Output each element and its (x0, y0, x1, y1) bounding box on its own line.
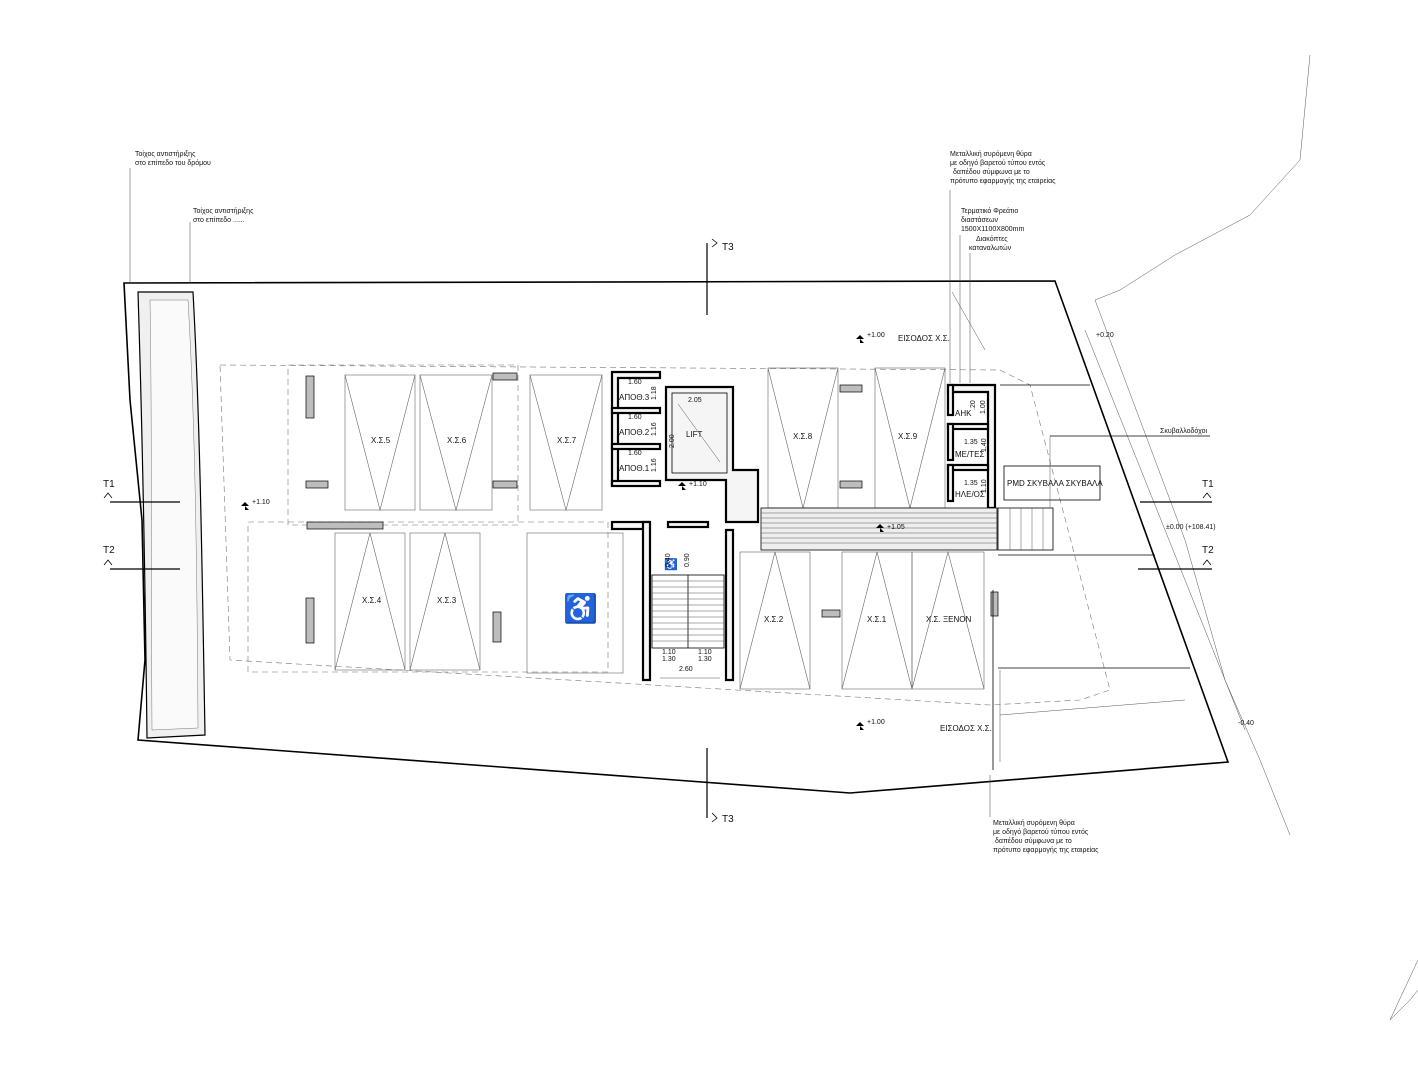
section-label-t1-right: T1 (1202, 479, 1214, 490)
dim-stair-r2: 1.30 (698, 656, 712, 663)
room-storage3: ΑΠΟΘ.3 (619, 393, 650, 402)
level-left: +1.10 (252, 499, 270, 506)
level-east-bottom: -0.40 (1238, 720, 1254, 727)
room-storage2: ΑΠΟΘ.2 (619, 428, 650, 437)
room-me-tes: ΜΕ/ΤΕΣ (955, 450, 984, 459)
level-bottom: +1.00 (867, 719, 885, 726)
parking-xs3: Χ.Σ.3 (437, 596, 457, 605)
room-waste: PMD ΣΚΥΒΑΛΑ ΣΚΥΒΑΛΑ (1007, 479, 1103, 488)
dim-ahk-a: .20 (970, 400, 977, 410)
parking-xs5: Χ.Σ.5 (371, 436, 391, 445)
parking-xs2: Χ.Σ.2 (764, 615, 784, 624)
section-cuts (103, 238, 1212, 823)
note-door-bottom-4: πρότυπο εφαρμογής της εταιρείας (993, 846, 1099, 854)
dim-stair-l2: 1.30 (662, 656, 676, 663)
note-retaining-level-1: Τοίχος αντιστήριξης (193, 207, 254, 215)
section-label-t1-left: T1 (103, 479, 115, 490)
note-switches-1: Διακόπτες (976, 235, 1008, 243)
dim-lift-w: 2.05 (688, 397, 702, 404)
entrance-top: ΕΙΣΟΔΟΣ Χ.Σ. (898, 334, 950, 343)
dim-mt-h: 1.40 (981, 438, 988, 452)
note-pit-3: 1500X1100X800mm (961, 226, 1024, 233)
note-door-top-2: με οδηγό βαρετού τύπου εντός (950, 159, 1046, 167)
note-retaining-road-1: Τοίχος αντιστήριξης (135, 150, 196, 158)
dim-hl-h: 1.10 (981, 479, 988, 493)
stair-treads (651, 574, 725, 679)
retaining-wall-left (137, 291, 206, 739)
dim-st1-w: 1.60 (628, 450, 642, 457)
dim-lift-h: 2.00 (669, 434, 676, 448)
parking-stalls (334, 367, 985, 690)
note-door-bottom-2: με οδηγό βαρετού τύπου εντός (993, 828, 1089, 836)
notes: Τοίχος αντιστήριξης στο επίπεδο του δρόμ… (135, 150, 1207, 854)
dashed-outline (219, 364, 1111, 706)
dim-ahk-b: 1.00 (980, 400, 987, 414)
parking-guest: Χ.Σ. ΞΕΝΟΝ (926, 615, 971, 624)
leader-lines (129, 168, 991, 817)
parking-xs9: Χ.Σ.9 (898, 432, 918, 441)
note-retaining-road-2: στο επίπεδο του δρόμου (135, 159, 211, 167)
level-zero: ±0.00 (+108.41) (1166, 524, 1216, 531)
note-pit-2: διαστάσεων (961, 216, 998, 224)
dim-st2-h: 1.16 (651, 422, 658, 436)
note-door-bottom-3: δαπέδου σύμφωνα με το (995, 837, 1072, 845)
core-accessible-icon: ♿ (664, 558, 678, 571)
section-labels: T1 T2 T1 T2 T3 T3 (103, 242, 1214, 825)
parking-xs6: Χ.Σ.6 (447, 436, 467, 445)
site-outline (123, 280, 1230, 794)
section-label-t2-right: T2 (1202, 545, 1214, 556)
note-door-top-4: πρότυπο εφαρμογής της εταιρείας (950, 177, 1056, 185)
room-hle-os: ΗΛΕ/ΟΣ (955, 490, 985, 499)
note-retaining-level-2: στο επίπεδο ...... (193, 216, 245, 224)
columns (305, 372, 999, 644)
level-ramp: +1.05 (887, 524, 905, 531)
terrain-lines (1084, 54, 1418, 1021)
dim-stair-b: 0.90 (684, 553, 691, 567)
parking-labels: Χ.Σ.5 Χ.Σ.6 Χ.Σ.7 Χ.Σ.4 Χ.Σ.3 ♿ Χ.Σ.8 Χ.… (362, 432, 971, 625)
entrance-bottom: ΕΙΣΟΔΟΣ Χ.Σ. (940, 724, 992, 733)
section-label-t2-left: T2 (103, 545, 115, 556)
dim-stair-l1: 1.10 (662, 649, 676, 656)
note-switches-2: καταναλωτών (969, 244, 1012, 252)
note-bins: Σκυβαλλοδόχοι (1160, 427, 1207, 435)
parking-xs7: Χ.Σ.7 (557, 436, 577, 445)
room-storage1: ΑΠΟΘ.1 (619, 464, 650, 473)
ramp (760, 291, 1210, 770)
dim-st3-h: 1.18 (651, 386, 658, 400)
parking-xs1: Χ.Σ.1 (867, 615, 887, 624)
room-labels: ΑΠΟΘ.3 ΑΠΟΘ.2 ΑΠΟΘ.1 LIFT ΑΗΚ ΜΕ/ΤΕΣ ΗΛΕ… (619, 393, 1103, 571)
note-door-bottom-1: Μεταλλική συρόμενη θύρα (993, 819, 1075, 827)
parking-xs4: Χ.Σ.4 (362, 596, 382, 605)
dim-mt-w: 1.35 (964, 439, 978, 446)
note-pit-1: Τερματικό Φρεάτιο (961, 207, 1018, 215)
dimension-labels: 1.60 1.18 1.60 1.16 1.60 1.16 2.05 2.00 … (628, 379, 988, 673)
level-markers (241, 335, 884, 730)
dim-stair-r1: 1.10 (698, 649, 712, 656)
dim-stair-a: 0.40 (665, 553, 672, 567)
dim-st3-w: 1.60 (628, 379, 642, 386)
core-walls (610, 370, 760, 682)
level-core: +1.10 (689, 481, 707, 488)
section-label-t3-top: T3 (722, 242, 734, 253)
level-top: +1.00 (867, 332, 885, 339)
accessible-parking-icon: ♿ (563, 592, 598, 625)
level-labels: +1.00 +1.00 +1.10 +1.10 +1.05 +0.20 ±0.0… (252, 332, 1254, 733)
dim-stair-total: 2.60 (679, 666, 693, 673)
room-ahk: ΑΗΚ (955, 409, 972, 418)
dim-st2-w: 1.60 (628, 414, 642, 421)
note-door-top-3: δαπέδου σύμφωνα με το (953, 168, 1030, 176)
note-door-top-1: Μεταλλική συρόμενη θύρα (950, 150, 1032, 158)
parking-xs8: Χ.Σ.8 (793, 432, 813, 441)
room-lift: LIFT (686, 430, 703, 439)
dim-hl-w: 1.35 (964, 480, 978, 487)
section-label-t3-bottom: T3 (722, 814, 734, 825)
level-east-top: +0.20 (1096, 332, 1114, 339)
dim-st1-h: 1.16 (651, 458, 658, 472)
